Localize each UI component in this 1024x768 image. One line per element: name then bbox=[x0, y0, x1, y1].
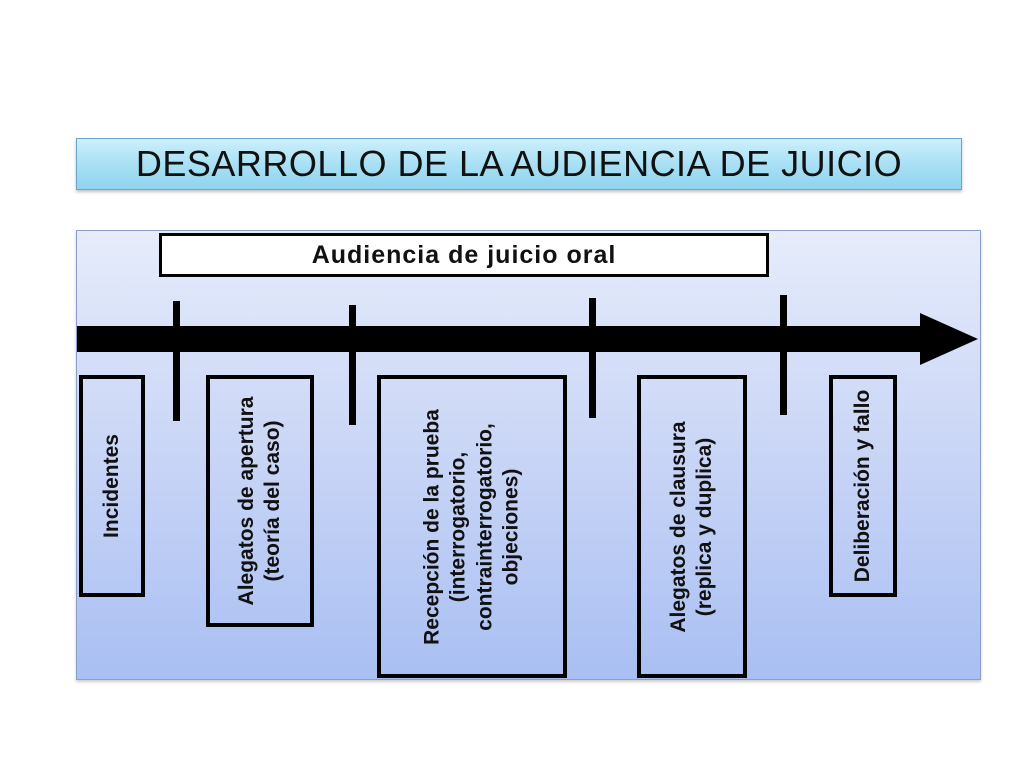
timeline-tick bbox=[589, 298, 596, 418]
slide-title: DESARROLLO DE LA AUDIENCIA DE JUICIO bbox=[135, 143, 903, 184]
stage-box-alegatos-clausura: Alegatos de clausura (replica y duplica) bbox=[637, 375, 747, 678]
timeline-tick bbox=[780, 295, 787, 415]
timeline-tick bbox=[173, 301, 180, 421]
timeline-arrow-head bbox=[920, 313, 978, 365]
stage-label: Incidentes bbox=[99, 434, 123, 538]
stage-box-alegatos-apertura: Alegatos de apertura (teoría del caso) bbox=[206, 375, 314, 627]
stage-label: Deliberación y fallo bbox=[850, 389, 874, 583]
timeline-header-box: Audiencia de juicio oral bbox=[159, 233, 769, 277]
timeline-tick bbox=[349, 305, 356, 425]
stage-box-recepcion-prueba: Recepción de la prueba (interrogatorio, … bbox=[377, 375, 567, 678]
timeline-arrow-shaft bbox=[77, 326, 922, 352]
stage-label: Recepción de la prueba (interrogatorio, … bbox=[420, 408, 523, 645]
stage-box-incidentes: Incidentes bbox=[79, 375, 145, 597]
stage-box-deliberacion-fallo: Deliberación y fallo bbox=[829, 375, 897, 597]
title-banner: DESARROLLO DE LA AUDIENCIA DE JUICIO bbox=[76, 138, 962, 190]
timeline-header: Audiencia de juicio oral bbox=[311, 240, 617, 269]
stage-label: Alegatos de clausura (replica y duplica) bbox=[666, 420, 716, 633]
stage-label: Alegatos de apertura (teoría del caso) bbox=[234, 396, 284, 606]
timeline-panel: Audiencia de juicio oral Incidentes Aleg… bbox=[76, 230, 981, 680]
